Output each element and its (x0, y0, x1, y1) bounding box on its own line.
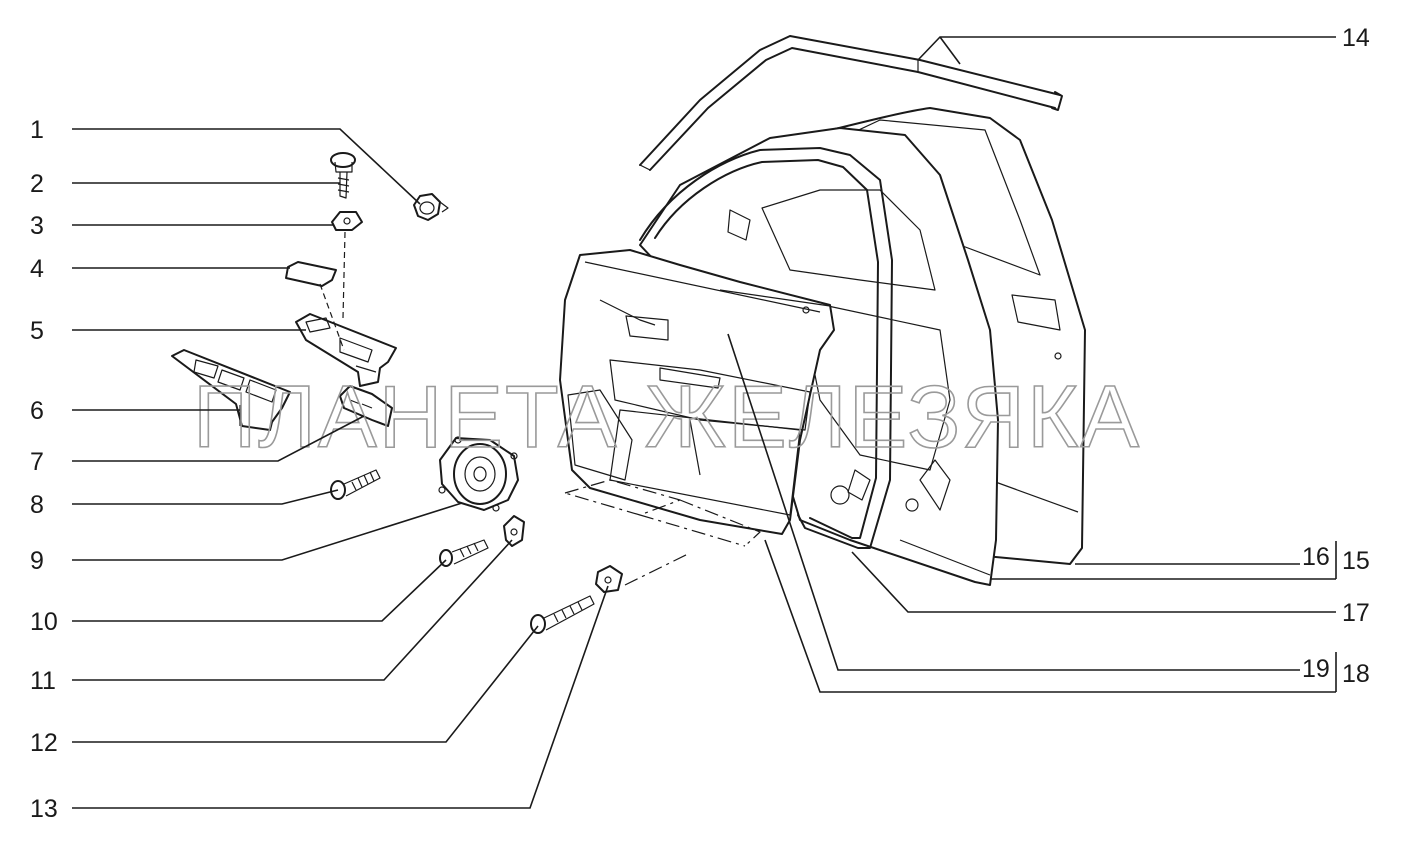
part-cover-plate (285, 261, 337, 287)
callout-17: 17 (1342, 599, 1370, 627)
leader-lines (72, 36, 1337, 809)
part-switch-housing (295, 313, 397, 387)
callout-19: 19 (1302, 655, 1330, 683)
callout-13: 13 (30, 795, 58, 823)
door-trim-panel (559, 249, 835, 535)
callout-3: 3 (30, 212, 44, 240)
callout-9: 9 (30, 547, 44, 575)
part-screw-washer (330, 152, 356, 199)
part-screw-8 (330, 469, 381, 500)
callout-12: 12 (30, 729, 58, 757)
part-clip-nut (503, 515, 525, 547)
callout-10: 10 (30, 608, 58, 636)
callout-7: 7 (30, 448, 44, 476)
part-window-switch-block (171, 349, 291, 431)
callout-5: 5 (30, 317, 44, 345)
part-screw-10 (439, 539, 489, 567)
part-connector (339, 385, 393, 427)
part-screw-12 (530, 595, 595, 634)
callout-11: 11 (30, 667, 56, 695)
callout-2: 2 (30, 170, 44, 198)
callout-18: 18 (1342, 660, 1370, 688)
guide-line-3-5 (342, 231, 346, 319)
window-channel-seal (639, 35, 1063, 171)
watermark-text: ПЛАНЕТА ЖЕЛЕЗЯКА (193, 367, 1141, 466)
guide-line-4-5 (319, 283, 345, 351)
callout-1: 1 (30, 116, 44, 144)
part-speaker (438, 436, 519, 512)
callout-14: 14 (1342, 24, 1370, 52)
part-square-nut (595, 565, 623, 593)
part-clip (413, 193, 449, 221)
part-bracket (331, 211, 363, 231)
callout-6: 6 (30, 397, 44, 425)
callout-15: 15 (1342, 547, 1370, 575)
callout-16: 16 (1302, 543, 1330, 571)
callout-8: 8 (30, 491, 44, 519)
assembly-guide-lines (564, 479, 761, 586)
door-seal (639, 147, 893, 549)
callout-4: 4 (30, 255, 44, 283)
